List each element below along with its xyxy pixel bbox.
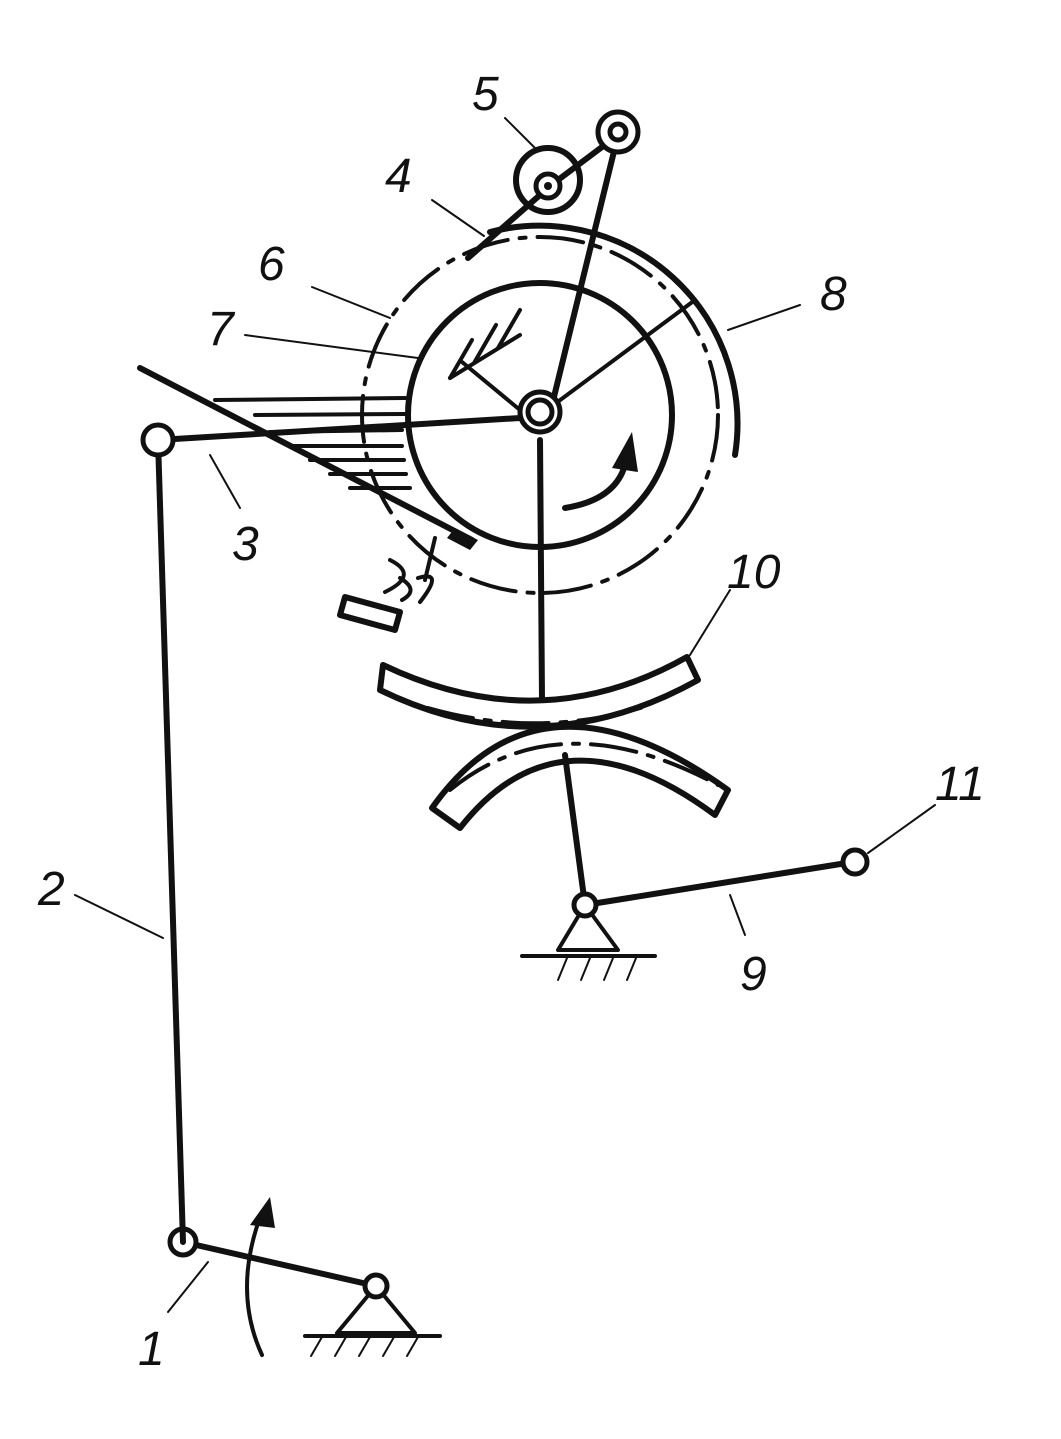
rotation-arrowhead-drum [612,432,638,472]
rotation-arrow-crank [245,1210,264,1357]
link-4 [465,185,551,261]
connecting-rod-2 [155,437,186,1245]
lever-9 [582,859,856,908]
label-8: 8 [820,268,847,321]
upper-jaw-10 [377,654,701,730]
label-6: 6 [258,238,285,291]
label-10: 10 [727,546,781,599]
dashed-circle-6 [360,235,720,595]
label-4: 4 [385,150,412,203]
plate-holder [383,536,437,604]
fixed-ground-inner [448,308,522,412]
pivot-rod-lever [140,422,176,458]
rotation-arrow-drum [562,462,628,511]
label-9: 9 [740,948,767,1001]
crank-link-1 [180,1239,379,1289]
ground-support-crank [303,1284,442,1357]
label-5: 5 [472,68,499,121]
central-pivot [525,397,555,427]
label-11: 11 [935,758,985,811]
vertical-rod-upper [537,437,545,703]
roller-5 [513,145,583,215]
end-pin-11 [840,847,870,877]
pivot-lever-9 [571,891,599,919]
leader-lines [74,117,936,1313]
label-7: 7 [207,303,236,356]
link-to-centre [549,132,621,408]
arc-guard-8 [487,222,741,458]
plate-block [337,594,403,633]
label-2: 2 [37,863,65,916]
lower-jaw-centre-line [448,741,720,792]
vertical-rod-lower [562,752,588,908]
label-3: 3 [232,518,259,571]
pivot-crank-ground [362,1272,390,1300]
knife-edge [447,528,478,550]
jaw-centre-line [426,703,652,726]
radial-arm-8 [538,298,697,417]
label-1: 1 [138,1323,165,1376]
lower-jaw [429,723,731,831]
pivot-top-inner [607,121,629,143]
ground-support-lever [520,903,657,981]
roller-5-hub-inner [544,182,552,190]
cut-sheet-hatching [213,396,412,490]
rotation-arrowhead-crank [250,1197,275,1228]
knife-blade [137,365,475,543]
